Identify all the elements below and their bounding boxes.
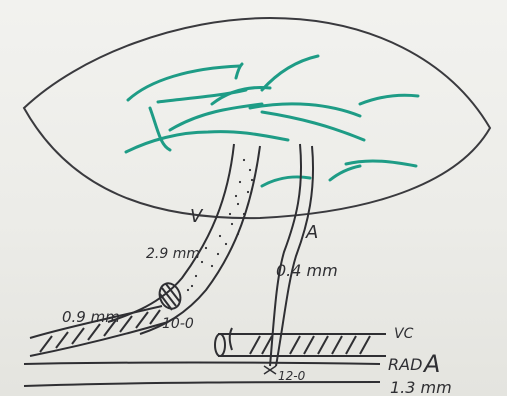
vein-dots (179, 159, 253, 301)
vein-vessel (108, 144, 260, 334)
label-rad-a: A (422, 350, 440, 378)
label-rad: RAD (388, 355, 422, 374)
label-vein-suture: 10-0 (162, 316, 194, 332)
label-rad-diameter: 1.3 mm (390, 378, 452, 396)
label-vein: V (190, 206, 204, 227)
flap-vessels (126, 56, 418, 186)
artery-anastomosis (264, 366, 276, 374)
label-artery-diameter: 0.4 mm (276, 261, 338, 280)
label-artery: A (305, 222, 318, 243)
label-vein-diameter: 2.9 mm (146, 246, 200, 262)
label-vein-graft-diameter: 0.9 mm (62, 308, 120, 326)
flap-outline (24, 18, 490, 218)
vc-vessel (215, 328, 386, 356)
rad-vessel (24, 363, 380, 387)
label-vc: VC (394, 326, 414, 342)
label-artery-suture: 12-0 (278, 369, 306, 383)
